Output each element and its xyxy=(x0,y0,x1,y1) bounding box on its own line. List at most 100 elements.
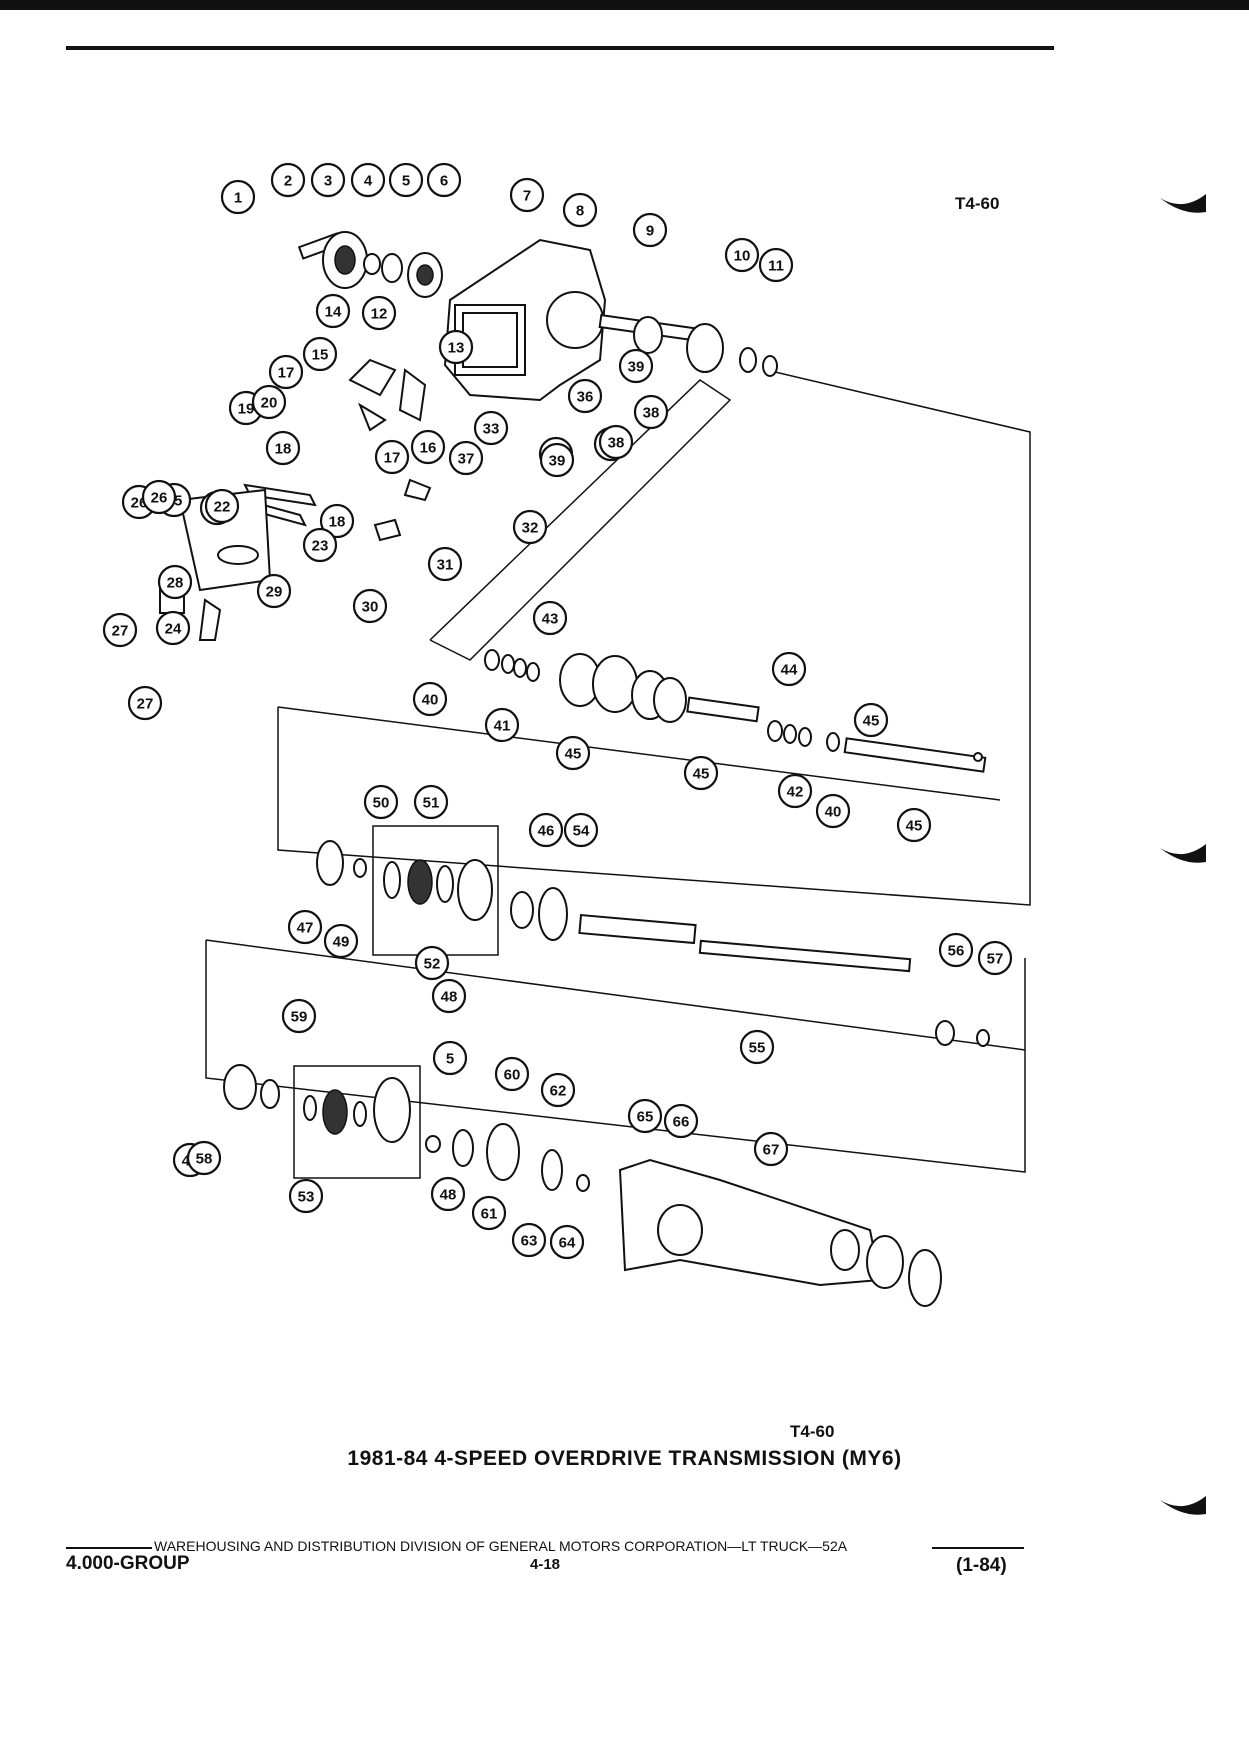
callout-number: 18 xyxy=(329,514,346,531)
callout-66: 66 xyxy=(663,1103,699,1139)
callout-number: 45 xyxy=(906,818,923,835)
callout-number: 66 xyxy=(673,1114,690,1131)
transmission-case xyxy=(443,238,607,402)
callout-number: 17 xyxy=(384,450,401,467)
callout-10: 10 xyxy=(724,237,760,273)
callout-number: 20 xyxy=(261,395,278,412)
frame-lines xyxy=(205,371,1031,1179)
binder-mark-3 xyxy=(1160,1496,1206,1515)
callout-45: 45 xyxy=(555,735,591,771)
callout-43: 43 xyxy=(532,600,568,636)
callout-number: 30 xyxy=(362,599,379,616)
callout-number: 48 xyxy=(441,989,458,1006)
callout-number: 37 xyxy=(458,451,475,468)
callout-number: 11 xyxy=(768,258,784,275)
callout-42: 42 xyxy=(777,773,813,809)
callout-number: 53 xyxy=(298,1189,315,1206)
callout-number: 2 xyxy=(284,173,292,190)
callout-number: 65 xyxy=(637,1109,654,1126)
footer-text: WAREHOUSING AND DISTRIBUTION DIVISION OF… xyxy=(154,1538,848,1554)
callout-number: 41 xyxy=(494,718,511,735)
callout-17: 17 xyxy=(268,354,304,390)
group-number: 4.000-GROUP xyxy=(66,1553,190,1574)
exploded-view-diagram xyxy=(159,231,1031,1307)
callout-number: 58 xyxy=(196,1151,213,1168)
callout-18: 18 xyxy=(319,503,355,539)
output-assembly xyxy=(223,1064,942,1307)
callout-32: 32 xyxy=(512,509,548,545)
callout-56: 56 xyxy=(938,932,974,968)
top-border xyxy=(0,0,1249,10)
footer-rule-left xyxy=(66,1547,152,1549)
callout-number: 48 xyxy=(440,1187,457,1204)
shift-components xyxy=(159,358,432,641)
callout-number: 62 xyxy=(550,1083,567,1100)
callout-number: 22 xyxy=(214,499,231,516)
callout-60: 60 xyxy=(494,1056,530,1092)
callout-29: 29 xyxy=(256,573,292,609)
callout-number: 15 xyxy=(312,347,329,364)
callout-number: 17 xyxy=(278,365,295,382)
countergear-assembly xyxy=(484,649,987,773)
callout-number: 45 xyxy=(863,713,880,730)
callout-number: 7 xyxy=(523,188,531,205)
callout-38: 38 xyxy=(598,424,634,460)
callout-number: 63 xyxy=(521,1233,538,1250)
callout-61: 61 xyxy=(471,1195,507,1231)
callout-45: 45 xyxy=(896,807,932,843)
callout-number: 32 xyxy=(522,520,539,537)
callout-number: 61 xyxy=(481,1206,498,1223)
callout-2: 2 xyxy=(270,162,306,198)
callout-9: 9 xyxy=(632,212,668,248)
callout-number: 64 xyxy=(559,1235,576,1252)
callout-33: 33 xyxy=(473,410,509,446)
page-title: 1981-84 4-SPEED OVERDRIVE TRANSMISSION (… xyxy=(347,1447,902,1470)
callout-number: 43 xyxy=(542,611,559,628)
callout-20: 20 xyxy=(251,384,287,420)
callout-59: 59 xyxy=(281,998,317,1034)
figure-code-bottom: T4-60 xyxy=(790,1422,835,1441)
callout-number: 45 xyxy=(565,746,582,763)
callout-15: 15 xyxy=(302,336,338,372)
callout-46: 46 xyxy=(528,812,564,848)
callout-number: 13 xyxy=(448,340,465,357)
callout-51: 51 xyxy=(413,784,449,820)
binder-mark-1 xyxy=(1160,194,1206,213)
callout-number: 42 xyxy=(787,784,804,801)
callout-5: 5 xyxy=(388,162,424,198)
callout-number: 5 xyxy=(402,173,410,190)
callout-5: 5 xyxy=(432,1040,468,1076)
callout-8: 8 xyxy=(562,192,598,228)
callout-24: 24 xyxy=(155,610,191,646)
callout-16: 16 xyxy=(410,429,446,465)
callout-number: 18 xyxy=(275,441,292,458)
callout-48: 48 xyxy=(431,978,467,1014)
callout-number: 5 xyxy=(446,1051,454,1068)
callout-64: 64 xyxy=(549,1224,585,1260)
callout-number: 60 xyxy=(504,1067,521,1084)
callout-number: 29 xyxy=(266,584,283,601)
revision-date: (1-84) xyxy=(956,1555,1007,1576)
callout-number: 45 xyxy=(693,766,710,783)
figure-code-top: T4-60 xyxy=(955,194,1000,213)
callout-55: 55 xyxy=(739,1029,775,1065)
callout-number: 23 xyxy=(312,538,329,555)
callout-number: 16 xyxy=(420,440,437,457)
callout-17: 17 xyxy=(374,439,410,475)
callout-50: 50 xyxy=(363,784,399,820)
callout-63: 63 xyxy=(511,1222,547,1258)
callout-30: 30 xyxy=(352,588,388,624)
callout-number: 50 xyxy=(373,795,390,812)
callout-57: 57 xyxy=(977,940,1013,976)
callout-number: 3 xyxy=(324,173,332,190)
callout-number: 33 xyxy=(483,421,500,438)
callout-number: 36 xyxy=(577,389,594,406)
callout-layer: 1234567891011121314151617171818192021222… xyxy=(102,162,1013,1260)
callout-48: 48 xyxy=(430,1176,466,1212)
callout-number: 52 xyxy=(424,956,441,973)
callout-18: 18 xyxy=(265,430,301,466)
callout-52: 52 xyxy=(414,945,450,981)
callout-26: 26 xyxy=(141,479,177,515)
mainshaft-assembly xyxy=(316,840,990,1047)
